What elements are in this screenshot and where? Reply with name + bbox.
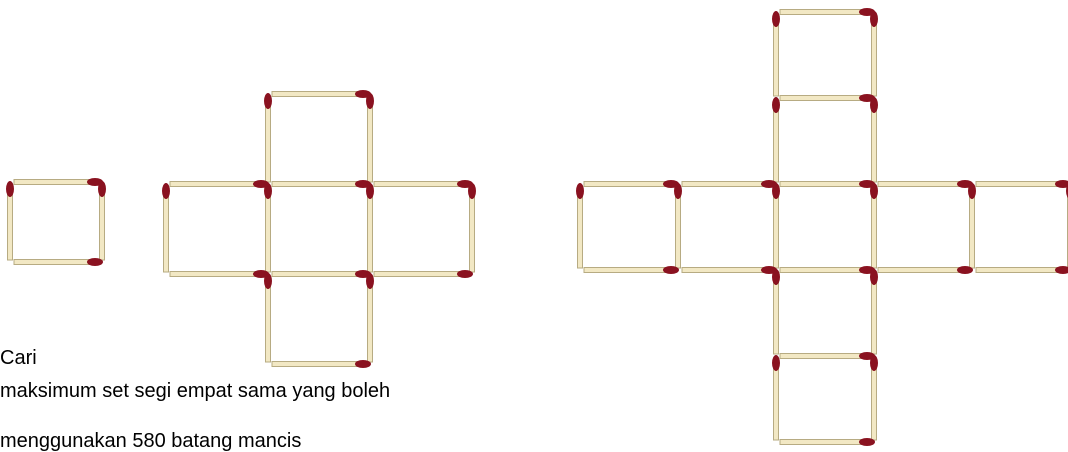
figure-3-cross-nine-squares (576, 8, 1068, 446)
match-head (957, 180, 973, 188)
matchstick (772, 97, 780, 182)
match-head (264, 93, 272, 109)
matchstick (780, 438, 875, 446)
match-head (859, 94, 875, 102)
matchstick (272, 90, 371, 98)
matchstick (366, 273, 374, 362)
match-head (859, 438, 875, 446)
matchstick (772, 355, 780, 440)
matchstick (870, 355, 878, 440)
matchstick (6, 181, 14, 260)
matchstick (98, 181, 106, 260)
figure-1-one-square (6, 178, 106, 266)
match-head (87, 178, 103, 186)
match-head (355, 270, 371, 278)
matchstick (780, 94, 875, 102)
matchstick (162, 183, 170, 272)
matchstick (870, 183, 878, 268)
match-head (162, 183, 170, 199)
matchstick (780, 352, 875, 360)
matchstick (780, 180, 875, 188)
matchstick (870, 11, 878, 96)
matchstick (674, 183, 682, 268)
matchstick (772, 11, 780, 96)
match-head (859, 8, 875, 16)
matchstick (870, 97, 878, 182)
matchstick (272, 270, 371, 278)
match-head (772, 97, 780, 113)
matchstick (576, 183, 584, 268)
matchstick (878, 266, 973, 274)
match-head (663, 180, 679, 188)
match-head (772, 11, 780, 27)
match-head (859, 180, 875, 188)
match-head (253, 270, 269, 278)
matchstick (468, 183, 476, 272)
match-head (957, 266, 973, 274)
question-line-2: maksimum set segi empat sama yang boleh (0, 381, 390, 401)
matchstick (272, 180, 371, 188)
matchstick (780, 8, 875, 16)
matchstick (366, 183, 374, 272)
match-head (6, 181, 14, 197)
matchstick (272, 360, 371, 368)
match-head (772, 355, 780, 371)
match-head (253, 180, 269, 188)
match-head (457, 270, 473, 278)
matchstick (374, 180, 473, 188)
matchstick (374, 270, 473, 278)
matchstick (878, 180, 973, 188)
match-head (87, 258, 103, 266)
match-head (457, 180, 473, 188)
question-line-1: Cari (0, 348, 37, 368)
matchstick (976, 180, 1068, 188)
match-head (663, 266, 679, 274)
matchstick (870, 269, 878, 354)
matchstick (772, 183, 780, 268)
matchstick (264, 273, 272, 362)
match-head (859, 266, 875, 274)
match-head (355, 180, 371, 188)
matchstick (682, 266, 777, 274)
matchstick (772, 269, 780, 354)
matchstick (264, 183, 272, 272)
match-head (761, 180, 777, 188)
match-head (355, 360, 371, 368)
matchstick (170, 180, 269, 188)
matchstick (682, 180, 777, 188)
figure-2-cross-five-squares (162, 90, 476, 368)
matchstick (968, 183, 976, 268)
match-head (355, 90, 371, 98)
matchstick (170, 270, 269, 278)
matchstick (584, 180, 679, 188)
match-head (576, 183, 584, 199)
matchstick (14, 178, 103, 186)
matchstick (976, 266, 1068, 274)
matchstick (14, 258, 103, 266)
question-line-3: menggunakan 580 batang mancis (0, 431, 301, 451)
matchstick (584, 266, 679, 274)
match-head (761, 266, 777, 274)
matchstick (780, 266, 875, 274)
matchstick (366, 93, 374, 182)
match-head (859, 352, 875, 360)
matchstick (264, 93, 272, 182)
